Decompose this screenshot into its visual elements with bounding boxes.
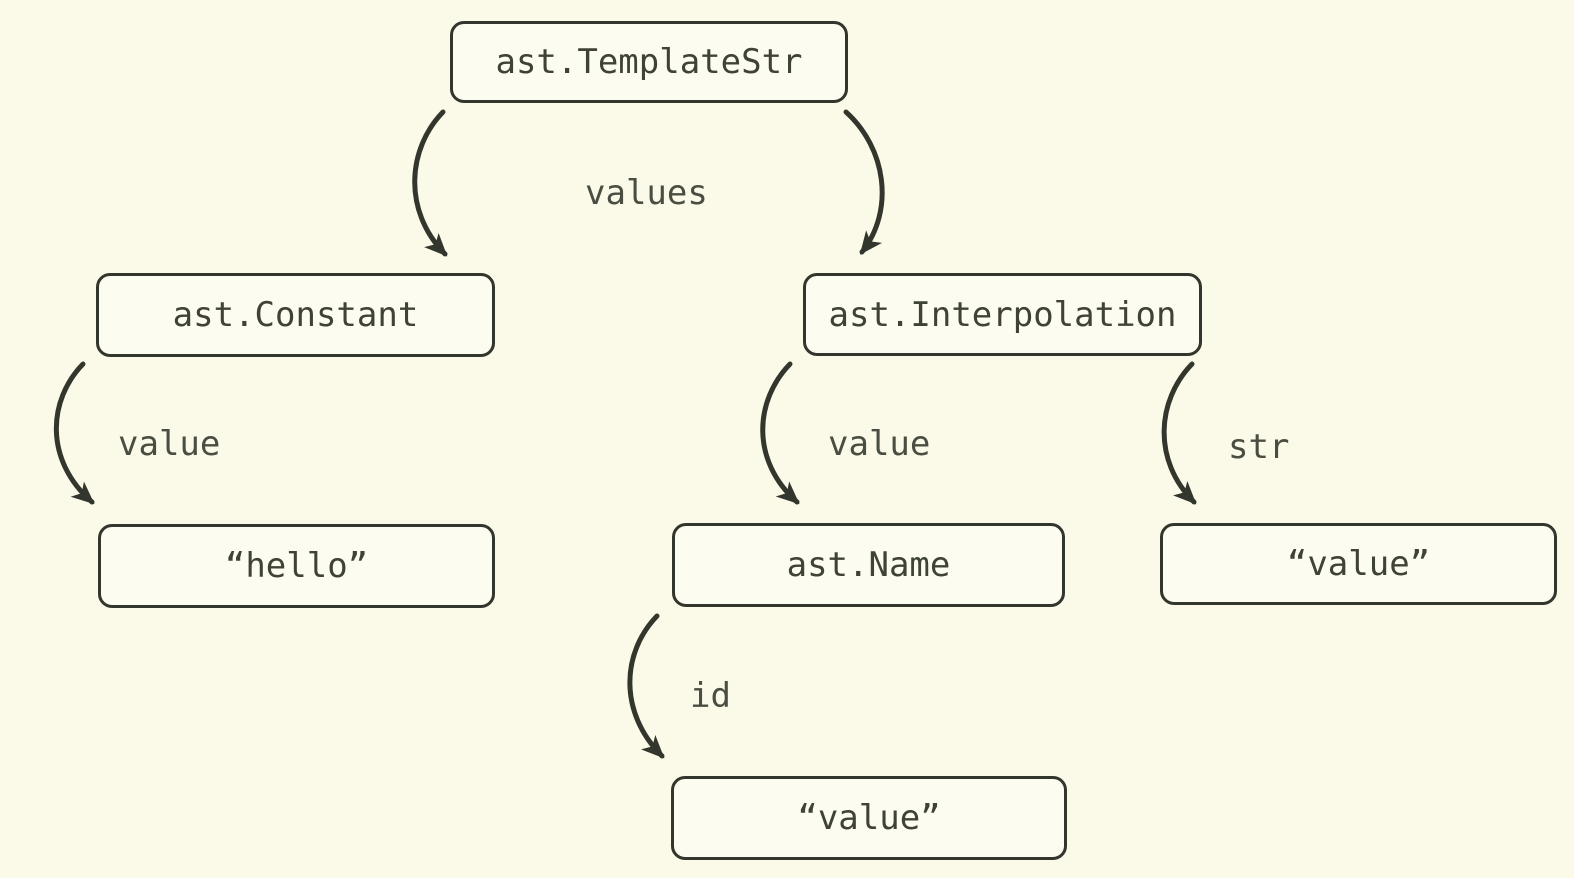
edge-interpolation-to-strvalue-arrow (1161, 361, 1197, 505)
node-ast-templatestr: ast.TemplateStr (450, 21, 848, 103)
edge-templatestr-to-interpolation-arrow (843, 109, 885, 255)
edge-templatestr-to-constant-arrow (412, 109, 448, 257)
node-ast-name: ast.Name (672, 523, 1065, 607)
edge-constant-to-hello-arrow (53, 361, 95, 505)
node-ast-interpolation: ast.Interpolation (803, 273, 1202, 356)
edge-label-interpolation-value: value (828, 424, 931, 464)
edge-label-constant-value: value (118, 424, 221, 464)
edge-interpolation-to-name-arrow (760, 361, 800, 505)
node-hello-literal: “hello” (98, 524, 495, 608)
edge-name-to-idvalue-arrow (627, 613, 665, 759)
node-str-value-literal: “value” (1160, 523, 1557, 605)
node-id-value-literal: “value” (671, 776, 1067, 860)
edge-label-interpolation-str: str (1228, 427, 1290, 467)
edge-label-name-id: id (690, 676, 731, 716)
edge-label-values: values (585, 173, 708, 213)
node-ast-constant: ast.Constant (96, 273, 495, 357)
